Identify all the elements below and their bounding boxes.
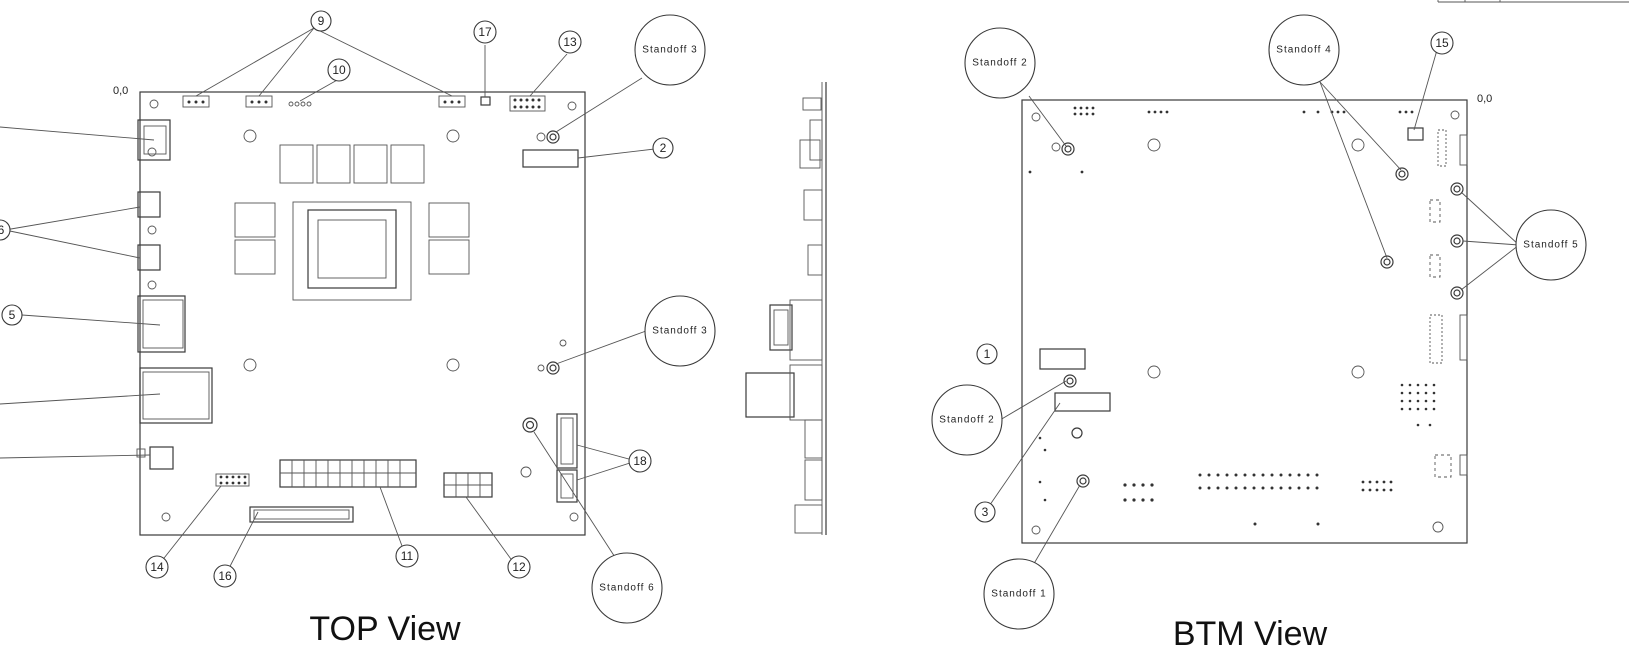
top-board-outline xyxy=(139,91,586,536)
callout-13: 13 xyxy=(558,30,582,54)
svg-text:Standoff 4: Standoff 4 xyxy=(1276,45,1331,56)
svg-text:Standoff 1: Standoff 1 xyxy=(991,589,1046,600)
top-memory-chips xyxy=(234,144,470,275)
top-standoff3-hole-a xyxy=(546,130,560,144)
svg-text:13: 13 xyxy=(563,35,577,49)
callout-16: 16 xyxy=(213,564,237,588)
svg-text:Standoff 2: Standoff 2 xyxy=(939,415,994,426)
btm-connector-15 xyxy=(1407,127,1424,141)
top-atx-power-11 xyxy=(279,459,417,488)
btm-view-title: BTM View xyxy=(1173,615,1328,653)
top-header-13 xyxy=(509,95,546,112)
callout-11: 11 xyxy=(395,544,419,568)
standoff-4-callout: Standoff 4 xyxy=(1268,14,1340,86)
top-switch-17 xyxy=(480,96,491,106)
standoff-5-callout: Standoff 5 xyxy=(1515,209,1587,281)
svg-text:2: 2 xyxy=(660,141,667,155)
svg-text:11: 11 xyxy=(401,549,414,563)
callout-5: 5 xyxy=(1,304,23,326)
svg-text:16: 16 xyxy=(218,569,232,583)
top-left-ports xyxy=(136,119,213,470)
top-header-14 xyxy=(215,473,250,487)
top-leaders xyxy=(0,27,664,577)
callout-17: 17 xyxy=(473,20,497,44)
svg-text:5: 5 xyxy=(9,308,16,322)
svg-text:Standoff 6: Standoff 6 xyxy=(599,583,654,594)
svg-text:Standoff 3: Standoff 3 xyxy=(642,45,697,56)
svg-text:18: 18 xyxy=(633,454,647,468)
svg-text:1: 1 xyxy=(984,347,991,361)
standoff-3-callout-b: Standoff 3 xyxy=(644,295,716,367)
btm-pads xyxy=(1028,106,1436,526)
standoff-2-callout-a: Standoff 2 xyxy=(964,27,1036,99)
btm-board-outline xyxy=(1021,99,1468,544)
top-header-10 xyxy=(288,101,312,107)
btm-view: 0,0 xyxy=(931,14,1587,653)
top-view-title: TOP View xyxy=(309,610,461,648)
btm-m2-slot-b xyxy=(1054,392,1111,412)
callout-3: 3 xyxy=(974,501,996,523)
top-soc xyxy=(292,201,412,301)
callout-15: 15 xyxy=(1430,31,1454,55)
svg-text:6: 6 xyxy=(0,223,5,237)
btm-mount-holes xyxy=(1031,110,1460,535)
btm-standoff-holes xyxy=(1051,142,1464,488)
callout-10: 10 xyxy=(327,58,351,82)
top-view: 0,0 xyxy=(0,10,716,648)
svg-text:10: 10 xyxy=(332,63,346,77)
standoff-1-callout: Standoff 1 xyxy=(983,558,1055,630)
svg-text:15: 15 xyxy=(1435,36,1449,50)
callout-18: 18 xyxy=(628,449,652,473)
btm-edge-components xyxy=(1429,129,1468,478)
svg-text:12: 12 xyxy=(512,560,526,574)
title-block-fragment xyxy=(1437,0,1629,3)
top-eps-power-12 xyxy=(443,472,493,498)
top-pcie-slot-16 xyxy=(249,506,354,523)
side-view xyxy=(745,82,827,535)
svg-text:Standoff 3: Standoff 3 xyxy=(652,326,707,337)
btm-leaders xyxy=(984,49,1520,568)
standoff-3-callout-a: Standoff 3 xyxy=(634,14,706,86)
svg-text:14: 14 xyxy=(150,560,164,574)
callout-9: 9 xyxy=(310,10,332,32)
callout-14: 14 xyxy=(145,555,169,579)
top-fan-headers xyxy=(182,95,466,108)
btm-m2-slot-a xyxy=(1039,348,1086,370)
top-origin-label: 0,0 xyxy=(113,85,128,97)
svg-text:9: 9 xyxy=(318,14,325,28)
standoff-2-callout-b: Standoff 2 xyxy=(931,384,1003,456)
btm-origin-label: 0,0 xyxy=(1477,93,1492,105)
svg-text:17: 17 xyxy=(478,25,492,39)
standoff-6-callout: Standoff 6 xyxy=(591,552,663,624)
callout-6: 6 xyxy=(0,219,11,241)
top-standoff3-hole-b xyxy=(546,361,560,375)
top-m2-slot xyxy=(522,149,579,168)
callout-1: 1 xyxy=(976,343,998,365)
svg-text:3: 3 xyxy=(982,505,989,519)
svg-text:Standoff 5: Standoff 5 xyxy=(1523,240,1578,251)
top-mount-holes xyxy=(147,99,579,522)
callout-12: 12 xyxy=(507,555,531,579)
top-connectors-18 xyxy=(556,413,578,503)
top-standoff6-hole xyxy=(522,417,538,433)
svg-text:Standoff 2: Standoff 2 xyxy=(972,58,1027,69)
callout-2-top: 2 xyxy=(652,137,674,159)
